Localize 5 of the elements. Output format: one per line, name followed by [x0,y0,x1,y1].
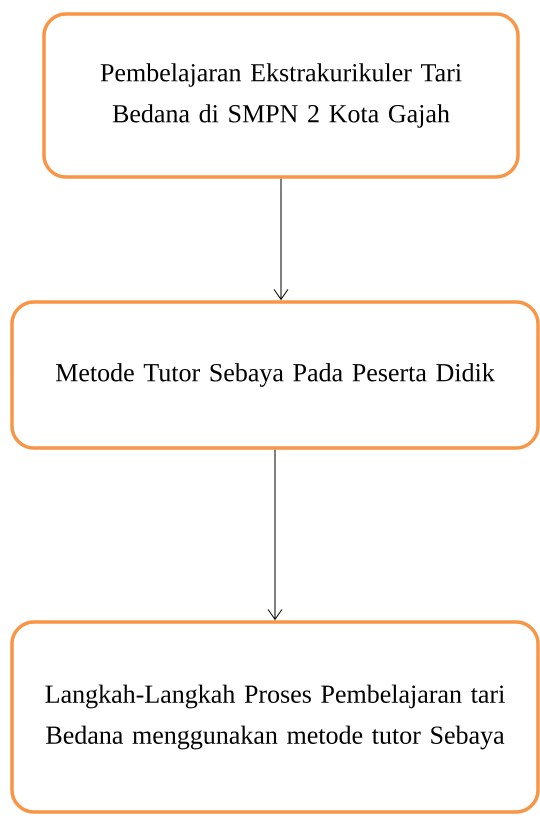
process-box: Metode Tutor Sebaya Pada Peserta Didik [10,300,540,450]
process-box: Pembelajaran Ekstrakurikuler Tari Bedana di SMPN 2 Kota Gajah [42,12,520,179]
process-box: Langkah-Langkah Proses Pembelajaran tari Bedana menggunakan metode tutor Sebaya [10,620,540,814]
arrow [268,449,282,620]
arrow [274,178,288,300]
